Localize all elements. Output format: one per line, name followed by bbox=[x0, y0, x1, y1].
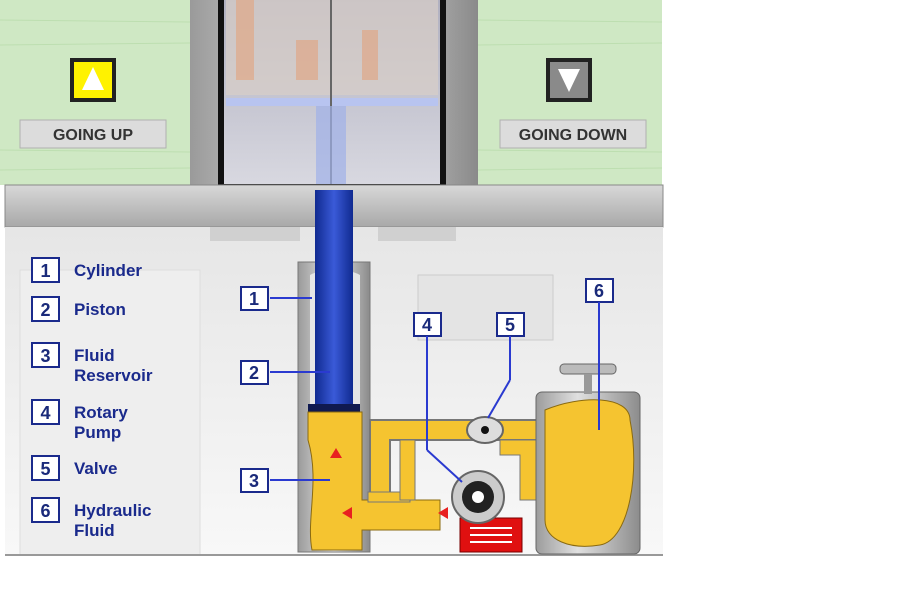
legend-label-4-line-2: Pump bbox=[74, 423, 121, 442]
legend-label-4-line-1: Rotary bbox=[74, 403, 128, 422]
legend-number-4: 4 bbox=[40, 403, 50, 423]
going-up-label: GOING UP bbox=[53, 127, 133, 144]
valve-core bbox=[481, 426, 489, 434]
legend-label-6-line-2: Fluid bbox=[74, 521, 115, 540]
callout-2: 2 bbox=[249, 363, 259, 383]
tank-handwheel bbox=[560, 364, 616, 374]
legend-number-2: 2 bbox=[40, 300, 50, 320]
callout-3: 3 bbox=[249, 471, 259, 491]
piston-head bbox=[308, 404, 360, 412]
callout-1: 1 bbox=[249, 289, 259, 309]
callout-4: 4 bbox=[422, 315, 432, 335]
callout-6: 6 bbox=[594, 281, 604, 301]
tank-fluid bbox=[545, 400, 634, 547]
legend-label-5-line-1: Valve bbox=[74, 459, 118, 478]
legend-label-6-line-1: Hydraulic bbox=[74, 501, 151, 520]
beam-bracket-right bbox=[378, 227, 456, 241]
piston-head-in-car bbox=[316, 106, 346, 184]
legend-label-2-line-1: Piston bbox=[74, 300, 126, 319]
callout-5: 5 bbox=[505, 315, 515, 335]
legend-number-5: 5 bbox=[40, 459, 50, 479]
return-pipe bbox=[400, 440, 415, 500]
tank-stem bbox=[584, 374, 592, 394]
legend-number-1: 1 bbox=[40, 261, 50, 281]
legend-number-6: 6 bbox=[40, 501, 50, 521]
legend-number-3: 3 bbox=[40, 346, 50, 366]
legend-label-3-line-1: Fluid bbox=[74, 346, 115, 365]
legend-label-3-line-2: Reservoir bbox=[74, 366, 153, 385]
piston bbox=[315, 190, 353, 406]
legend-label-1-line-1: Cylinder bbox=[74, 261, 142, 280]
pump-hub bbox=[472, 491, 484, 503]
going-down-label: GOING DOWN bbox=[519, 127, 627, 144]
beam-bracket-left bbox=[210, 227, 300, 241]
